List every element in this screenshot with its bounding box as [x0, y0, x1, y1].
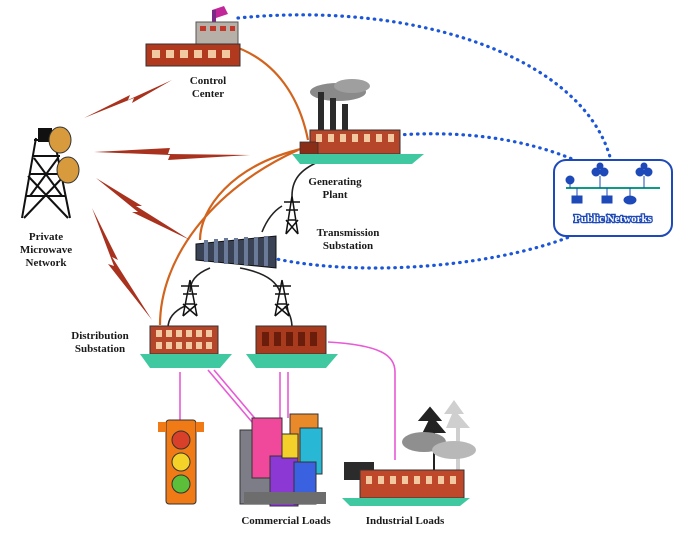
microwave-link-generating-plant [94, 148, 250, 160]
microwave-tower-icon: Private Microwave Network [20, 126, 80, 269]
generating-plant-ground [292, 154, 424, 164]
substation-right-ground [246, 354, 338, 368]
commercial-buildings-icon: Commercial Loads [239, 413, 331, 527]
public-networks: Public Networks [553, 159, 673, 237]
microwave-link-distribution [92, 208, 152, 320]
control-center: Control Center [145, 6, 241, 100]
distribution-tower-left-icon [181, 279, 199, 317]
control-center-label-line2: Center [192, 88, 224, 100]
power-lines [158, 43, 310, 326]
microwave-dish-2 [56, 156, 80, 184]
line-tower-transmission [261, 205, 283, 233]
commercial-loads-label: Commercial Loads [241, 515, 331, 527]
industrial-loads-label: Industrial Loads [366, 515, 445, 527]
industrial-plant-icon: Industrial Loads [342, 400, 476, 527]
industrial-ground [342, 498, 470, 506]
feed-distribution-commercial-2 [213, 369, 259, 423]
link-control-center-public-networks [236, 13, 614, 167]
load-feeds [179, 341, 396, 460]
distribution-substation-label-line1: Distribution [71, 330, 128, 342]
distribution-substation: Distribution Substation [71, 325, 232, 368]
feed-substation-industrial [327, 341, 396, 460]
distribution-substation-label-line2: Substation [75, 343, 125, 355]
microwave-dish-1 [48, 126, 72, 154]
substation-right [246, 325, 338, 368]
line-generating-plant-transmission [198, 146, 306, 241]
line-transmission-right-tower [239, 267, 281, 293]
transmission-substation: Transmission Substation [195, 227, 380, 269]
public-networks-box [553, 159, 673, 237]
private-network-label-line3: Network [26, 257, 68, 269]
generating-plant: Generating Plant [292, 79, 424, 201]
transmission-substation-label-line2: Substation [323, 240, 373, 252]
line-left-tower-distribution [167, 305, 186, 329]
traffic-light-icon [158, 419, 204, 505]
line-right-tower-substation [284, 305, 293, 329]
generating-plant-label-line2: Plant [322, 189, 347, 201]
transmission-substation-label-line1: Transmission [317, 227, 380, 239]
distribution-tower-right-icon [273, 279, 291, 317]
private-network-label-line2: Microwave [20, 244, 72, 256]
generating-plant-label-line1: Generating [308, 176, 362, 188]
microwave-link-transmission [96, 178, 190, 240]
distribution-substation-ground [140, 354, 232, 368]
transmission-tower-icon [284, 195, 300, 235]
line-plant-tower [291, 161, 319, 197]
line-control-center-generating-plant [229, 43, 310, 141]
link-transmission-public-networks [270, 220, 602, 270]
control-center-label-line1: Control [190, 75, 226, 87]
public-networks-label: Public Networks [574, 213, 653, 225]
microwave-links [84, 80, 250, 320]
private-network-label-line1: Private [29, 231, 63, 243]
line-generating-plant-distribution [158, 148, 299, 326]
microwave-link-control-center [84, 80, 172, 118]
feed-distribution-commercial-1 [207, 369, 253, 423]
line-transmission-left-tower [189, 267, 211, 293]
public-networks-node-icons [565, 162, 653, 205]
